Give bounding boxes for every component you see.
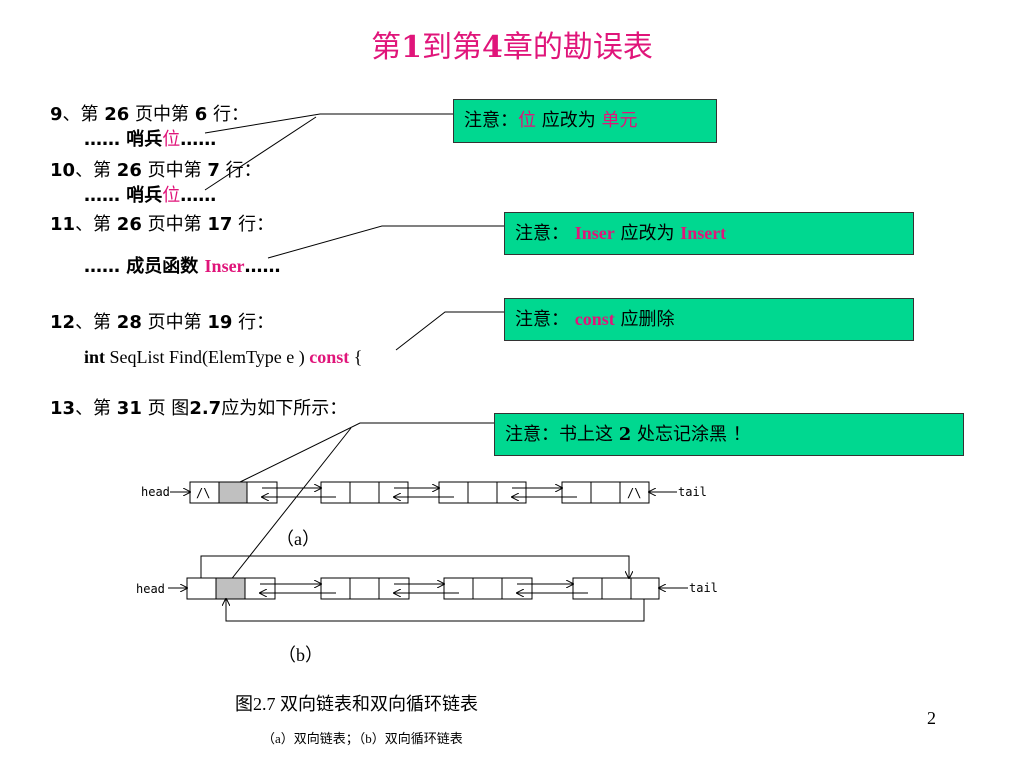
note-box-2: 注意： Inser 应改为 Insert	[504, 212, 914, 255]
erratum-10-heading: 10、第 26 页中第 7 行：	[50, 160, 262, 181]
erratum-9-text: …… 哨兵位……	[84, 129, 217, 150]
caption-a: （a）	[276, 529, 320, 549]
erratum-10-text: …… 哨兵位……	[84, 185, 217, 206]
caption-b: （b）	[278, 645, 323, 665]
tail-label-a: tail	[678, 485, 707, 499]
figure-subcaption: （a）双向链表；（b）双向循环链表	[262, 731, 463, 746]
erratum-11-text: …… 成员函数 Inser……	[84, 256, 281, 277]
erratum-12-heading: 12、第 28 页中第 19 行：	[50, 312, 275, 333]
note-box-1: 注意：位 应改为 单元	[453, 99, 717, 143]
erratum-13-heading: 13、第 31 页 图2.7应为如下所示：	[50, 398, 348, 419]
erratum-12-code: int SeqList Find(ElemType e ) const {	[84, 347, 363, 367]
figure-caption: 图2.7 双向链表和双向循环链表	[235, 694, 478, 714]
null-symbol-a-head: /\	[196, 486, 210, 500]
null-symbol-a-tail: /\	[627, 486, 641, 500]
callout-lines	[204, 113, 504, 592]
erratum-11-heading: 11、第 26 页中第 17 行：	[50, 214, 275, 235]
list-b	[168, 555, 688, 622]
page-title: 第1到第4章的勘误表	[371, 30, 653, 65]
erratum-9-heading: 9、第 26 页中第 6 行：	[50, 104, 250, 125]
note-box-3: 注意： const 应删除	[504, 298, 914, 341]
list-a	[170, 481, 677, 504]
note-box-4: 注意：书上这 2 处忘记涂黑 ！	[494, 413, 964, 456]
head-label-a: head	[141, 485, 170, 499]
tail-label-b: tail	[689, 581, 718, 595]
head-label-b: head	[136, 582, 165, 596]
page-number: 2	[927, 708, 936, 728]
